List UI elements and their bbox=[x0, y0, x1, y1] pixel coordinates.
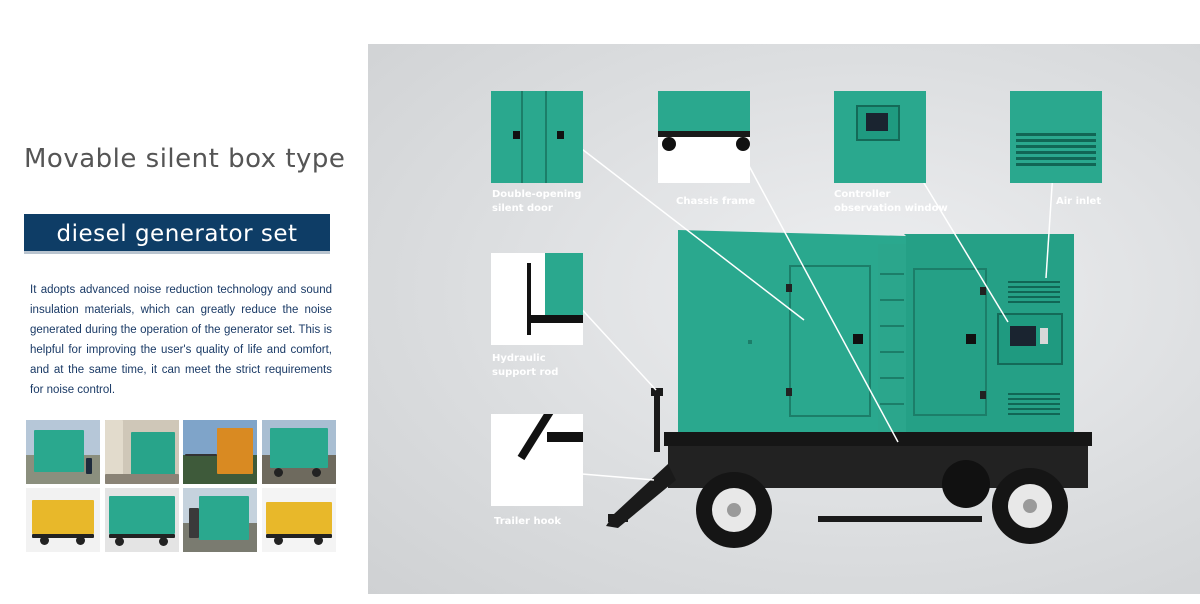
thumbnail-1 bbox=[26, 420, 100, 484]
callout-image-air-inlet bbox=[1010, 91, 1102, 183]
feature-label-trailer-hook: Trailer hook bbox=[494, 516, 561, 527]
wheels bbox=[696, 460, 1068, 548]
thumbnail-5 bbox=[26, 488, 100, 552]
callout-image-silent-door bbox=[491, 91, 583, 183]
thumbnail-6 bbox=[105, 488, 179, 552]
callout-image-chassis-frame bbox=[658, 91, 750, 183]
generator-illustration bbox=[563, 139, 1092, 548]
title: Movable silent box type bbox=[24, 144, 346, 174]
description: It adopts advanced noise reduction techn… bbox=[30, 284, 332, 396]
thumbnail-3 bbox=[183, 420, 257, 484]
subtitle: diesel generator set bbox=[56, 221, 298, 247]
callout-image-hydraulic-rod bbox=[491, 253, 583, 345]
thumbnail-8 bbox=[262, 488, 336, 552]
thumbnail-7 bbox=[183, 488, 257, 552]
subtitle-banner: diesel generator set bbox=[24, 214, 330, 254]
generator-body bbox=[678, 230, 1074, 432]
thumbnail-4 bbox=[262, 420, 336, 484]
thumbnail-2 bbox=[105, 420, 179, 484]
feature-label-air-inlet: Air inlet bbox=[1056, 196, 1102, 207]
callout-image-controller-window bbox=[834, 91, 926, 183]
feature-label-chassis-frame: Chassis frame bbox=[676, 196, 756, 207]
callout-image-trailer-hook bbox=[491, 414, 583, 506]
